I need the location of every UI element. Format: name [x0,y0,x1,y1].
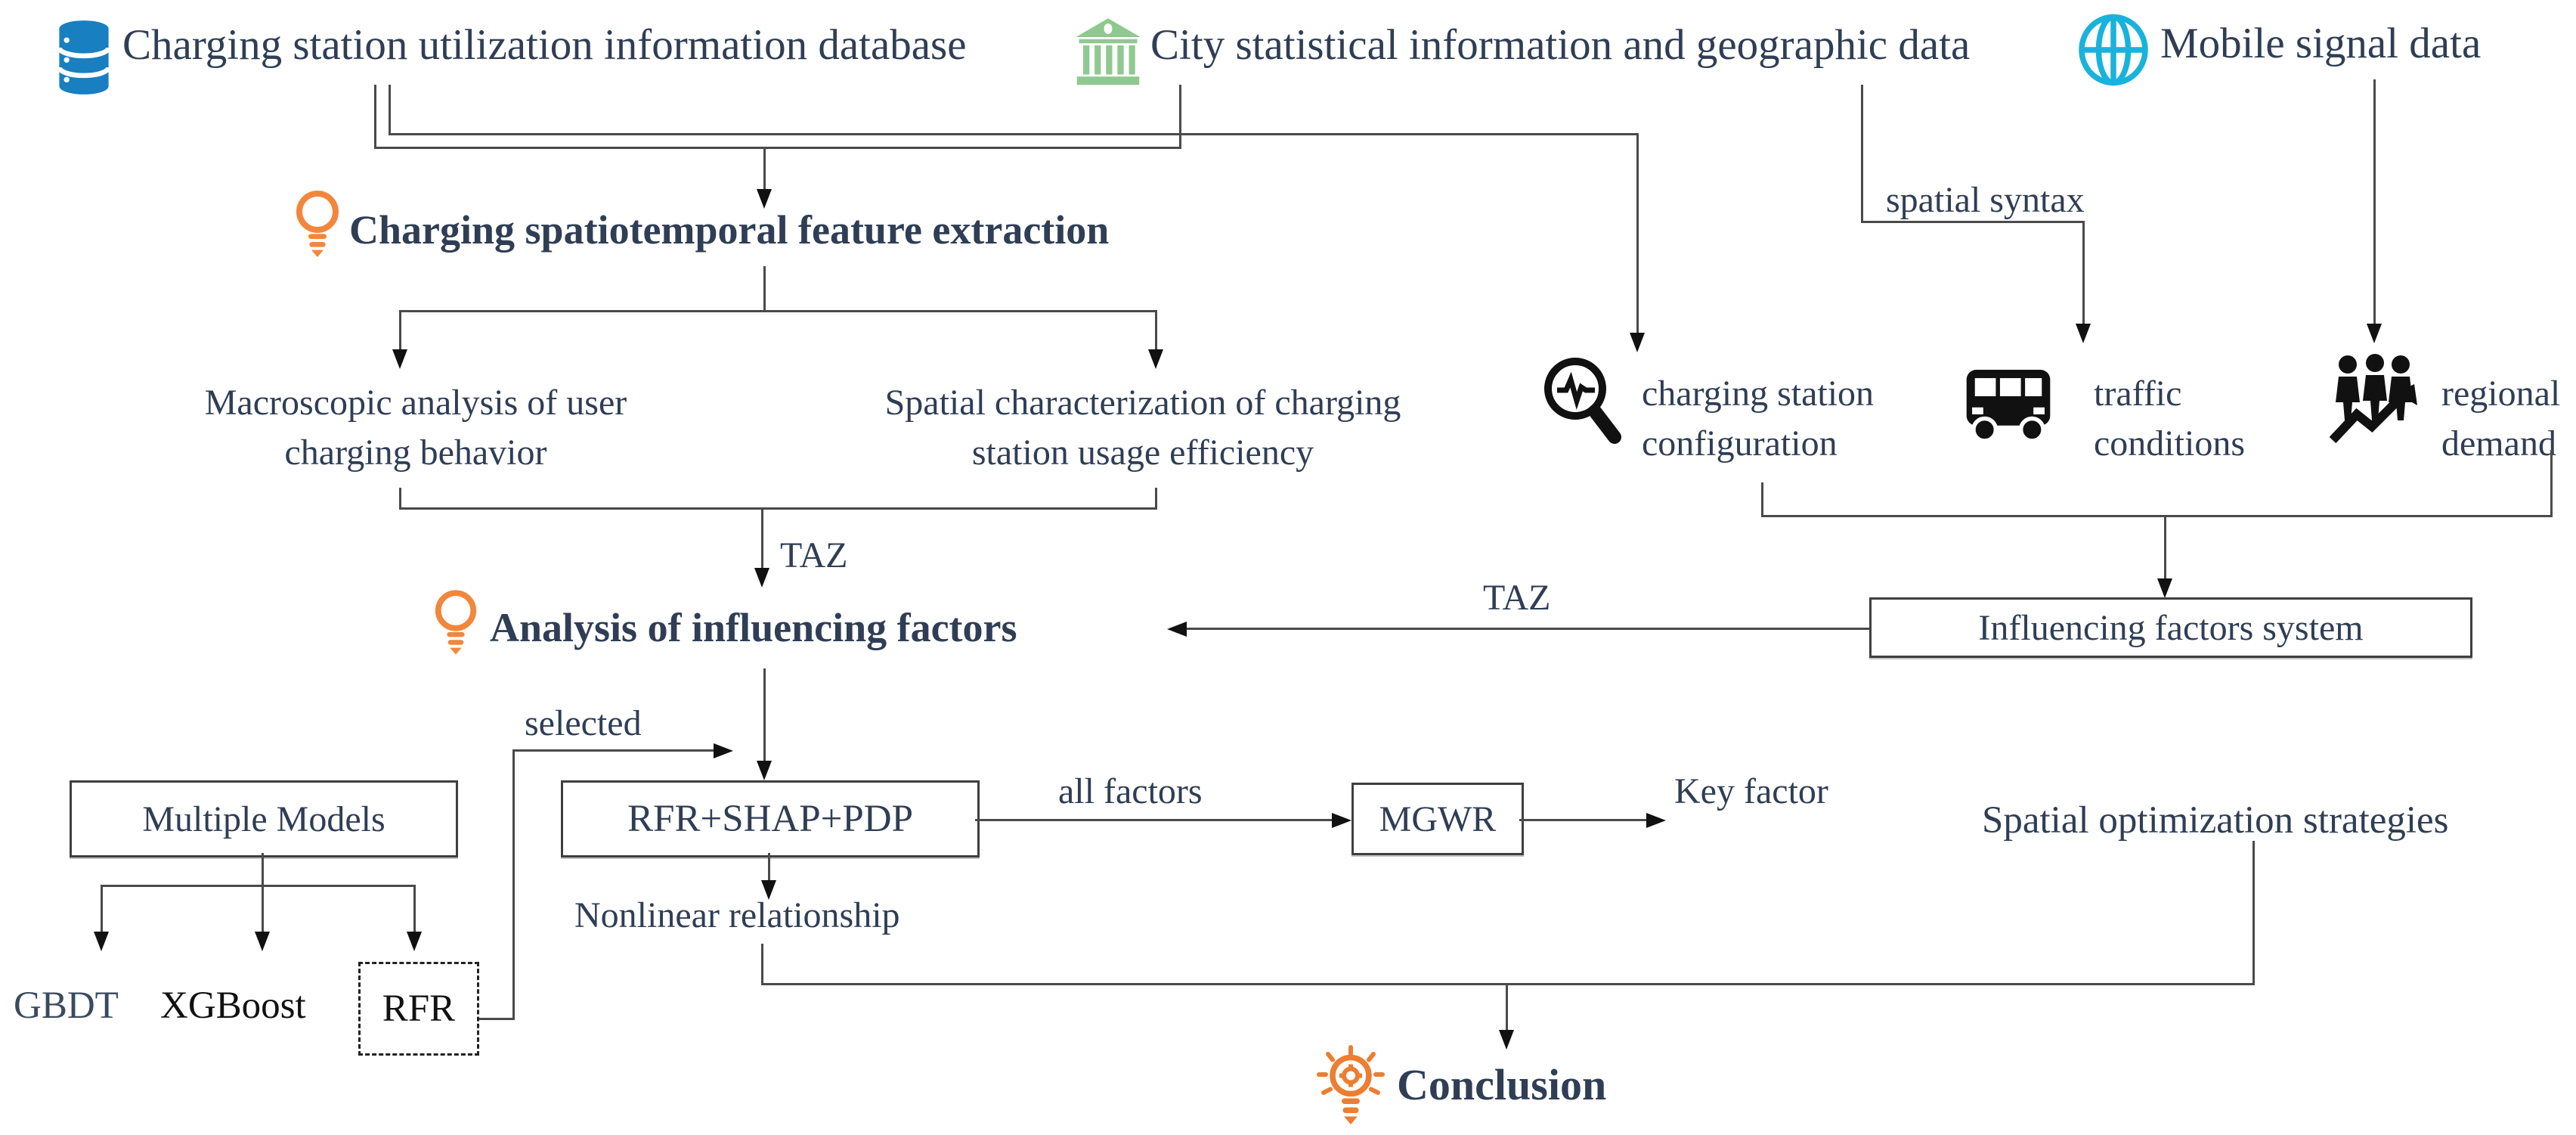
bus-icon [1966,369,2051,442]
bank-icon [1076,18,1141,85]
edge-merge2-h [1761,515,2553,517]
database-icon [57,20,110,95]
arrowhead-key-factor [1646,813,1666,828]
edge-upper-h [389,133,1639,135]
edge-label-spatial-syntax: spatial syntax [1886,180,2085,220]
arrowhead-branch-right [1148,349,1163,369]
arrowhead-to-title1 [757,189,772,209]
rfr-shap-pdp-label: RFR+SHAP+PDP [627,798,913,840]
edge-db-inner-v [389,85,391,135]
edge-models-h [101,885,415,887]
arrowhead-to-traffic [2076,324,2091,343]
factor-traffic-conditions: traffic conditions [2094,374,2245,464]
model-xgboost: XGBoost [160,985,306,1027]
people-growth-icon [2330,354,2417,443]
arrowhead-to-regional [2367,324,2382,343]
edge-rfr-v [413,885,416,932]
arrowhead-selected [714,743,733,758]
factor-regional-demand: regional demand [2441,374,2561,464]
source-database-label: Charging station utilization information… [122,21,967,69]
edge-label-selected: selected [525,703,642,743]
source-city-label: City statistical information and geograp… [1150,21,1971,69]
lightbulb-icon [296,191,339,257]
model-gbdt: GBDT [14,985,119,1027]
edge-to-traffic-v [2082,221,2085,324]
edge-merge1-h [399,507,1157,510]
edge-label-taz-right: TAZ [1483,578,1551,618]
edge-city-right-v [1861,85,1863,223]
edge-lower-h [374,147,1181,149]
factor-charging-station-configuration: charging station configuration [1642,374,1875,464]
edge-db-outer-v [374,85,376,148]
source-mobile-label: Mobile signal data [2160,20,2482,67]
mgwr-label: MGWR [1379,799,1497,839]
edge-to-system-v [2164,515,2166,578]
edge-label-all-factors: all factors [1058,771,1203,811]
branch-spatial-characterization: Spatial characterization of charging sta… [884,383,1401,473]
lightbulb-icon [435,590,477,655]
edge-xgboost-v [262,885,264,932]
edge-title1-stem [763,266,766,312]
multiple-models-label: Multiple Models [142,799,385,839]
edge-title2-stem [763,668,766,761]
edge-rfr-connector-h [476,1018,515,1020]
arrowhead-conclusion [1499,1030,1514,1050]
edge-merge3-right-v [2252,841,2255,985]
branch-macroscopic: Macroscopic analysis of user charging be… [204,383,627,473]
stage-title-influencing-factors: Analysis of influencing factors [490,605,1017,650]
arrowhead-taz-right [1167,622,1187,637]
edge-taz-right-h [1185,628,1869,630]
edge-to-title1-v [763,147,766,189]
arrowhead-to-rfrshappdp [757,761,772,780]
arrowhead-to-title2 [754,568,769,588]
edge-to-config-v [1636,133,1639,333]
edge-selected-v [512,749,515,1020]
edge-nonlinear-v [768,853,770,880]
edge-merge2-left-v [1761,482,1763,517]
edge-label-taz-top: TAZ [780,535,848,575]
arrowhead-branch-left [392,349,407,369]
globe-icon [2079,14,2148,86]
arrowhead-to-system [2157,578,2172,598]
mgwr-box: MGWR [1351,783,1524,855]
edge-city-left-v [1179,85,1181,149]
edge-all-factors-h [975,819,1342,821]
stage-title-conclusion: Conclusion [1397,1060,1607,1109]
edge-merge3-h [761,983,2255,985]
edge-branch-right-v [1155,310,1157,349]
arrowhead-to-config [1630,333,1645,352]
edge-merge1-left-v [399,488,401,509]
edge-merge1-right-v [1155,488,1157,509]
edge-models-stem [262,853,264,886]
rfr-label: RFR [382,988,456,1030]
edge-branch-left-v [399,310,401,349]
arrowhead-all-factors [1332,813,1351,828]
arrowhead-xgboost [255,932,270,951]
influencing-factors-system-box: Influencing factors system [1869,597,2472,658]
rfr-shap-pdp-box: RFR+SHAP+PDP [561,780,980,857]
arrowhead-gbdt [94,932,109,951]
edge-label-nonlinear: Nonlinear relationship [574,895,900,935]
influencing-factors-system-label: Influencing factors system [1978,607,2364,648]
multiple-models-box: Multiple Models [70,780,458,857]
rfr-box: RFR [358,962,479,1056]
magnifier-pulse-icon [1544,358,1621,444]
edge-selected-h [512,749,715,752]
edge-branch-top-h [399,310,1156,312]
edge-merge2-right-v [2550,450,2553,517]
edge-key-factor-h [1519,819,1660,821]
edge-merge3-left-v [761,944,763,985]
edge-to-regional-v [2373,79,2376,324]
edge-spatial-syntax-h [1861,221,2085,223]
edge-taz-top-v [761,507,763,568]
edge-to-conclusion-v [1506,983,1508,1030]
idea-bulb-icon [1317,1045,1385,1124]
edge-gbdt-v [101,885,103,932]
arrowhead-nonlinear [761,880,776,900]
stage-title-feature-extraction: Charging spatiotemporal feature extracti… [349,207,1110,253]
edge-label-key-factor: Key factor [1674,771,1828,811]
output-spatial-optimization: Spatial optimization strategies [1982,799,2449,842]
arrowhead-rfr [407,932,422,951]
